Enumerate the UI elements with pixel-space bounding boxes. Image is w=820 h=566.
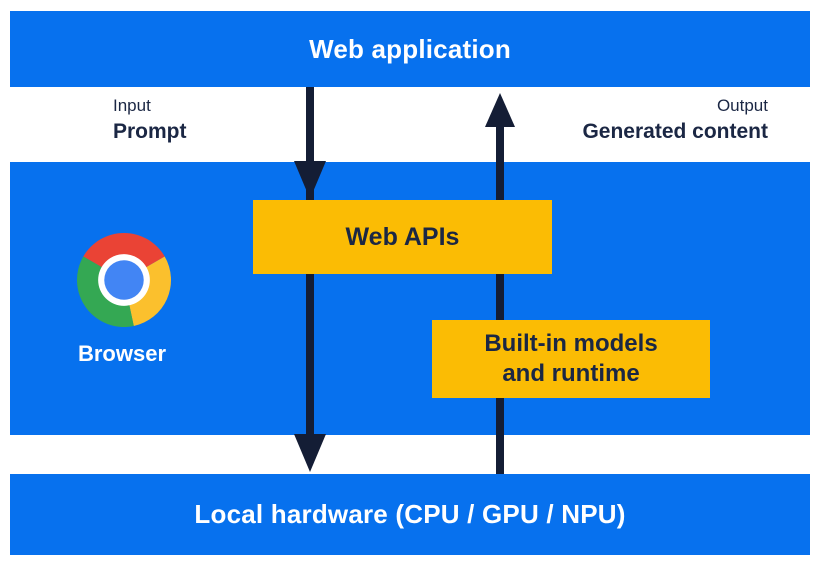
- builtin-models-label-line2: and runtime: [502, 360, 640, 387]
- input-title: Input: [113, 96, 151, 115]
- down-arrowhead-to-local-hardware: [294, 434, 326, 472]
- web-application-bar: Web application: [10, 11, 810, 87]
- down-arrowhead-to-web-apis: [294, 161, 326, 199]
- local-hardware-label: Local hardware (CPU / GPU / NPU): [194, 499, 626, 529]
- web-apis-box: Web APIs: [253, 200, 552, 274]
- chrome-icon: [77, 233, 171, 327]
- input-value: Prompt: [113, 120, 187, 143]
- output-value: Generated content: [582, 120, 768, 143]
- up-arrowhead-to-web-application: [485, 93, 515, 127]
- output-label-group: Output Generated content: [582, 94, 768, 146]
- local-hardware-bar: Local hardware (CPU / GPU / NPU): [10, 474, 810, 555]
- builtin-models-box: Built-in models and runtime: [432, 320, 710, 398]
- web-application-label: Web application: [309, 33, 511, 64]
- input-label-group: Input Prompt: [113, 94, 187, 146]
- web-apis-label: Web APIs: [345, 222, 460, 251]
- output-title: Output: [716, 96, 768, 115]
- up-arrow-line: [496, 110, 504, 474]
- browser-label: Browser: [77, 341, 167, 366]
- builtin-models-label-line1: Built-in models: [484, 330, 658, 357]
